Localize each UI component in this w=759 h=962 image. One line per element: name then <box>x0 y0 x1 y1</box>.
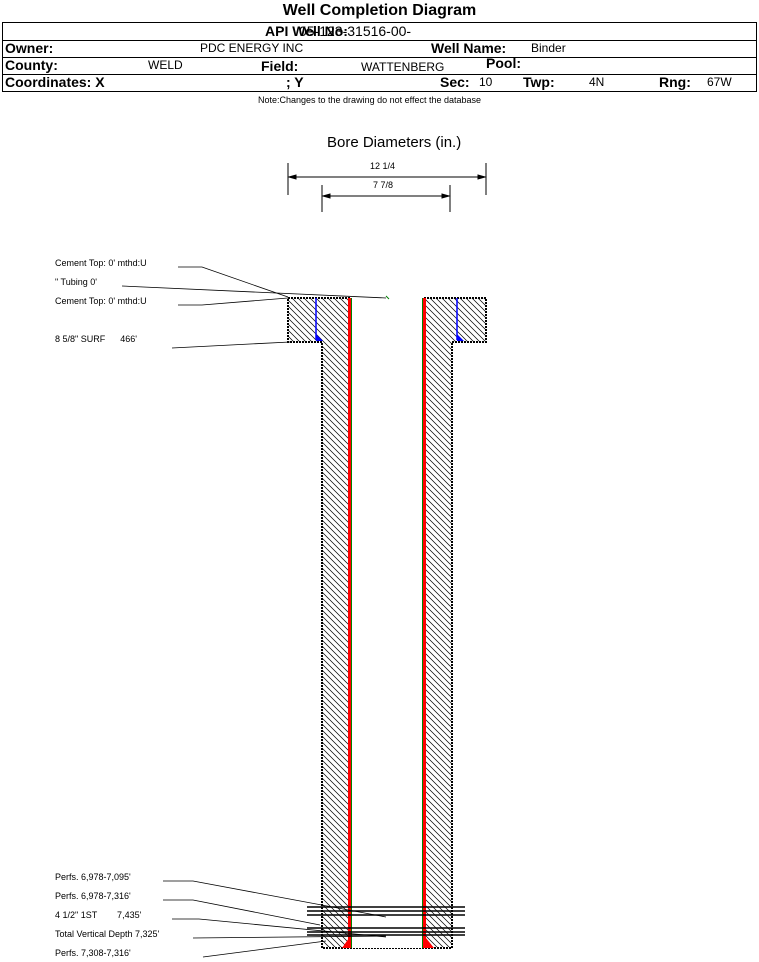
label-cement-top-1: Cement Top: 0' mthd:U <box>55 258 147 268</box>
tubing-marker <box>385 295 390 300</box>
label-production-casing: 4 1/2" 1ST 7,435' <box>55 910 142 920</box>
owner-label: Owner: <box>5 40 54 56</box>
field-value: WATTENBERG <box>361 60 445 74</box>
bore-title: Bore Diameters (in.) <box>327 134 462 151</box>
bore-inner-diameter: 7 7/8 <box>373 180 394 190</box>
cement-hatch <box>288 298 486 947</box>
rng-label: Rng: <box>659 74 691 90</box>
label-total-vertical-depth: Total Vertical Depth 7,325' <box>55 929 160 939</box>
twp-label: Twp: <box>523 74 555 90</box>
leader-lines <box>121 266 387 958</box>
pool-label: Pool: <box>486 55 521 71</box>
sec-value: 10 <box>479 75 493 89</box>
bore-dimension-lines <box>287 163 487 212</box>
well-name-label: Well Name: <box>431 40 507 56</box>
api-value: 05-123-31516-00- <box>299 23 412 39</box>
label-perfs-3: Perfs. 7,308-7,316' <box>55 948 131 958</box>
label-cement-top-2: Cement Top: 0' mthd:U <box>55 296 147 306</box>
open-bore <box>352 298 422 948</box>
label-perfs-1: Perfs. 6,978-7,095' <box>55 872 131 882</box>
well-name-value: Binder <box>531 41 566 55</box>
owner-value: PDC ENERGY INC <box>200 41 304 55</box>
surface-casing <box>315 298 458 340</box>
production-casing <box>342 298 434 948</box>
well-header-table: API Well No: 05-123-31516-00- Owner: PDC… <box>2 22 757 92</box>
page-title: Well Completion Diagram <box>282 2 477 19</box>
coord-y-label: ; Y <box>286 74 304 90</box>
county-label: County: <box>5 57 58 73</box>
rng-value: 67W <box>707 75 732 89</box>
bore-outer-diameter: 12 1/4 <box>370 161 396 171</box>
county-value: WELD <box>148 58 183 72</box>
label-surface-casing: 8 5/8" SURF 466' <box>55 334 137 344</box>
coord-x-label: Coordinates: X <box>5 74 105 90</box>
sec-label: Sec: <box>440 74 470 90</box>
api-label: API Well No: <box>265 23 348 39</box>
label-tubing: " Tubing 0' <box>55 277 97 287</box>
field-label: Field: <box>261 58 299 74</box>
note: Note:Changes to the drawing do not effec… <box>258 95 481 105</box>
label-perfs-2: Perfs. 6,978-7,316' <box>55 891 131 901</box>
twp-value: 4N <box>589 75 605 89</box>
